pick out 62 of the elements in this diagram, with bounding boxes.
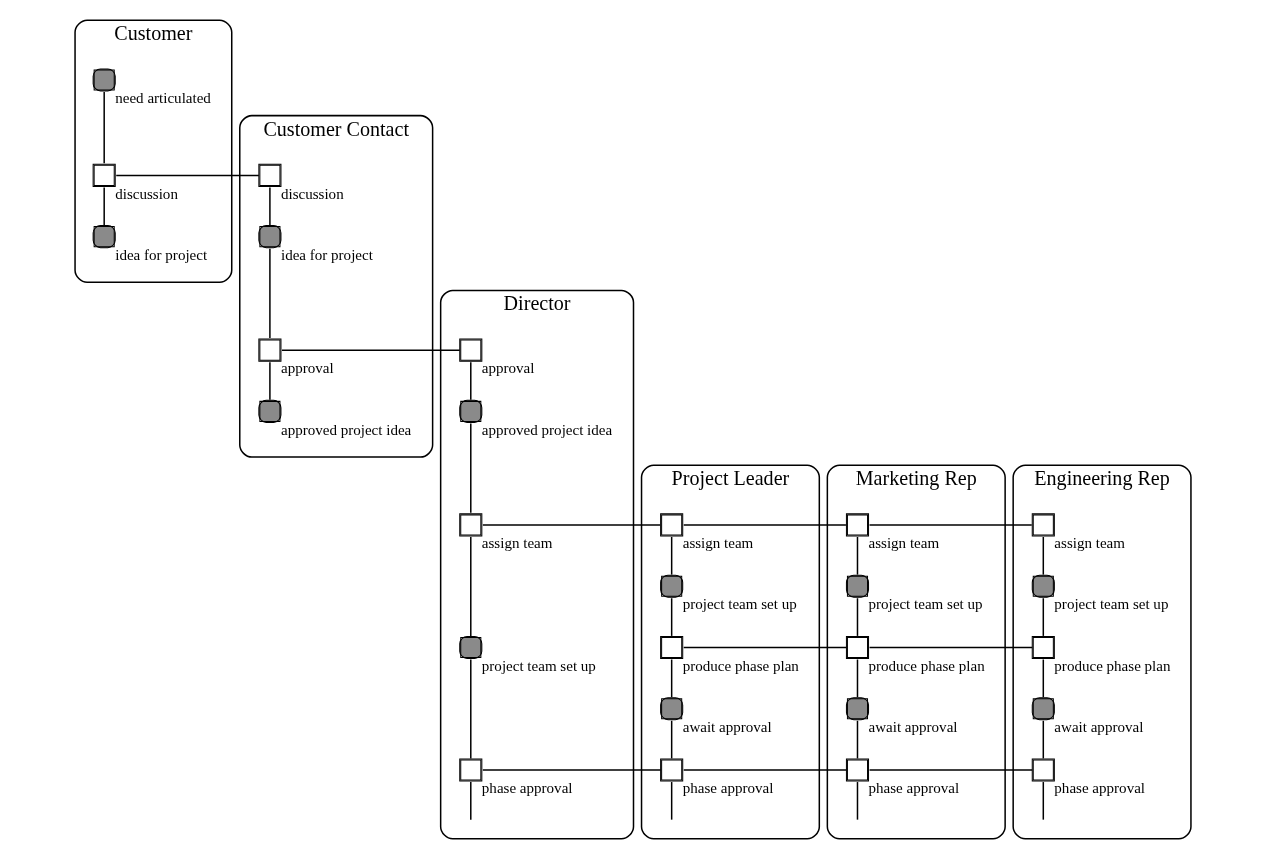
- node-label: discussion: [114, 185, 178, 202]
- node-label: project team set up: [481, 657, 596, 674]
- node-label: assign team: [682, 535, 753, 552]
- connector: [469, 361, 472, 401]
- node-label: project team set up: [868, 596, 983, 613]
- node-label: project team set up: [682, 596, 797, 613]
- connector: [670, 781, 672, 821]
- connector: [268, 186, 271, 226]
- node-label: discussion: [280, 185, 344, 202]
- connector: [469, 422, 472, 514]
- node-label: await approval: [1053, 718, 1143, 735]
- connector: [469, 781, 472, 821]
- connector: [1042, 781, 1044, 821]
- connector: [868, 524, 1032, 526]
- connector: [670, 536, 672, 576]
- connector: [856, 720, 858, 760]
- node-label: idea for project: [114, 246, 207, 263]
- node-label: approval: [280, 360, 334, 377]
- connector: [481, 524, 661, 526]
- node-label: phase approval: [682, 780, 773, 797]
- connector: [856, 536, 858, 576]
- node-label: approval: [481, 360, 534, 377]
- connector: [102, 186, 105, 226]
- node-label: produce phase plan: [682, 657, 799, 674]
- connector: [481, 769, 661, 771]
- node-label: assign team: [1053, 535, 1125, 552]
- node-label: await approval: [682, 718, 772, 735]
- node-label: assign team: [481, 535, 552, 552]
- node-label: need articulated: [114, 90, 211, 107]
- connector: [856, 597, 858, 637]
- connector: [469, 658, 472, 760]
- node-label: approved project idea: [481, 421, 612, 438]
- connector: [268, 247, 271, 339]
- connector: [856, 658, 858, 698]
- node-label: phase approval: [868, 780, 959, 797]
- connector: [1042, 536, 1044, 576]
- connector: [682, 524, 847, 526]
- connector: [670, 597, 672, 637]
- node-label: approved project idea: [280, 421, 411, 438]
- connector: [114, 174, 260, 177]
- connector: [868, 646, 1033, 649]
- node-label: phase approval: [1053, 780, 1145, 797]
- connector: [102, 91, 105, 165]
- connector: [1042, 658, 1044, 698]
- connector: [682, 646, 847, 649]
- connector: [1042, 597, 1044, 637]
- connector: [280, 349, 460, 351]
- connector: [469, 536, 472, 637]
- node-label: assign team: [868, 535, 939, 552]
- connector: [1042, 720, 1044, 760]
- node-label: produce phase plan: [1053, 657, 1170, 674]
- node-label: phase approval: [481, 780, 573, 797]
- node-label: project team set up: [1053, 596, 1168, 613]
- connector: [682, 769, 847, 771]
- connector: [670, 658, 672, 698]
- connector: [868, 769, 1033, 771]
- connector: [670, 720, 672, 760]
- node-label: await approval: [868, 718, 958, 735]
- node-label: idea for project: [280, 246, 373, 263]
- connector: [856, 781, 858, 821]
- connector: [268, 361, 271, 401]
- node-label: produce phase plan: [868, 657, 985, 674]
